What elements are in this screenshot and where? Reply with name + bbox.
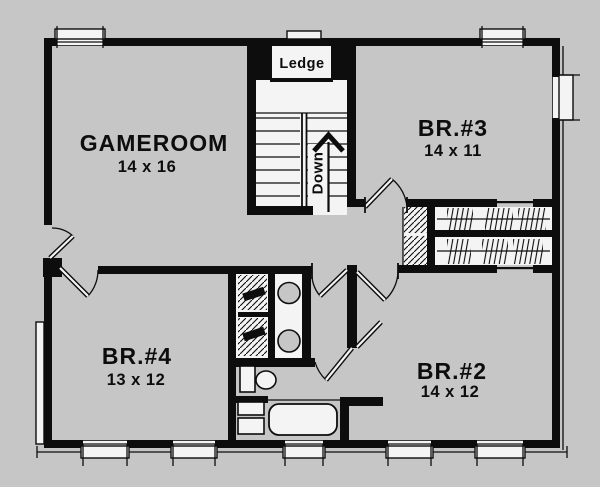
sink-icon [277,281,301,305]
gameroom-label: GAMEROOM [80,130,229,156]
stairwell-wall-right [347,46,356,207]
bath-cabinet-shelf [237,401,265,416]
closet-hatching [238,207,550,356]
bath-west-wall [228,266,236,448]
bath-mid-wall [228,358,315,367]
door-leaf [356,271,386,301]
gameroom-dims: 14 x 16 [118,158,177,176]
br4-label: BR.#4 [102,343,172,369]
bathroom-fixtures [237,281,345,436]
wall-post [43,258,62,277]
bathtub-icon [268,403,338,436]
sink-icon [277,329,301,353]
ledge-label: Ledge [279,56,324,72]
doors [48,177,408,382]
closet-slider-track [497,201,533,204]
ledge-wall [270,78,333,82]
toilet-bowl-icon [255,370,277,390]
room-labels: GAMEROOM 14 x 16 BR.#3 14 x 11 BR.#4 13 … [80,56,488,401]
window [286,30,322,40]
bath-closet-wall [268,273,275,360]
wall-left-upper [44,38,52,225]
br2-north-wall-b [533,265,560,273]
br4-dims: 13 x 12 [107,371,166,389]
bottom-windows [80,440,526,466]
br2-dims: 14 x 12 [421,383,480,401]
br2-north-wall-a [398,265,497,273]
down-arrow-head-icon [312,131,345,153]
toilet-tank-icon [239,365,256,393]
window [558,74,574,121]
door-leaf [59,267,89,297]
closet-slider-track [497,267,533,270]
door-leaf [325,347,353,381]
door-leaf [356,321,382,348]
br3-dims: 14 x 11 [424,142,482,160]
interior-walls [98,46,560,448]
br4-north-wall [98,266,312,274]
down-label-backing [308,144,329,200]
door-leaf [364,178,393,208]
window [54,28,106,40]
stair-bottom-wall [247,206,313,215]
window [552,77,560,118]
stair-treads-left [256,117,300,197]
ledge-stub-left [256,46,272,80]
wall-top [44,38,560,46]
br3-label: BR.#3 [418,115,488,141]
vanity-wall [302,273,311,360]
shelf-hatch-icon [404,236,427,266]
wall-left-lower [44,277,52,448]
br3-south-wall-c [533,199,560,207]
tub-wall-stub [340,397,383,406]
stairwell-wall-left [247,46,256,215]
wall-right [552,38,560,448]
shelf-item [242,286,266,302]
br2-label: BR.#2 [417,358,487,384]
windows [35,26,580,466]
window [479,28,526,40]
br3-south-wall-a [347,199,365,207]
shelf-item [242,326,266,342]
window [35,321,45,445]
toilet-cabinet-wall [236,396,268,403]
bath-closet-shelf-wall [238,312,268,317]
staircase: Down [256,112,347,213]
stairs-down-label: Down [310,152,327,195]
vestibule-wall [347,265,357,348]
ledge-niche [272,46,331,78]
closet-divider-wall [427,207,435,273]
bath-cabinet-shelf [237,417,265,435]
tub-wall [340,397,349,448]
br3-south-wall-b [407,199,497,207]
ledge-stub-right [331,46,347,80]
door-leaf [49,235,74,259]
door-leaf [319,269,348,297]
closet-mid-wall [433,230,552,237]
shelf-hatch-icon [404,207,427,233]
